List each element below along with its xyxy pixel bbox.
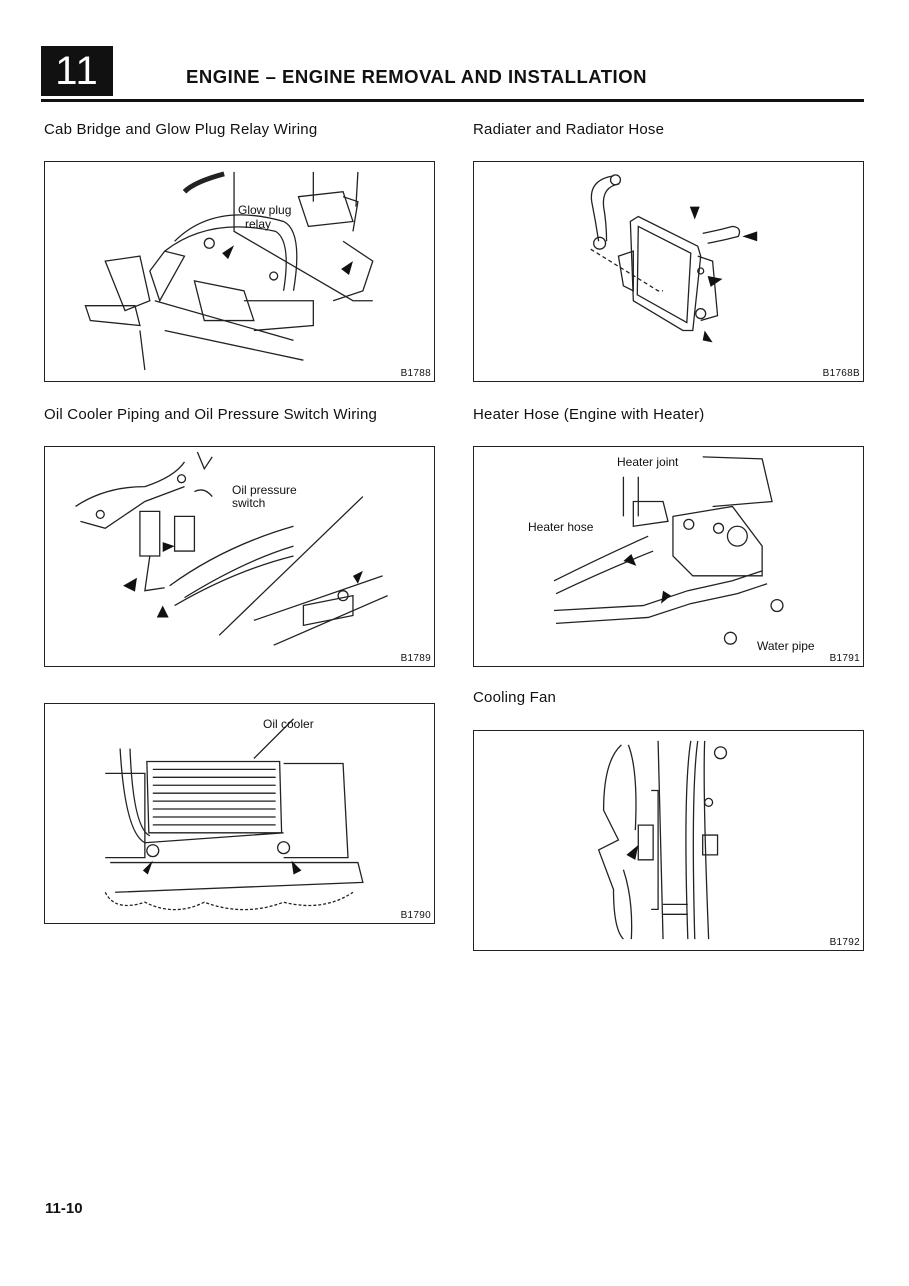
figure-id: B1792	[829, 937, 860, 948]
arrow-icon	[162, 542, 175, 553]
callout-heater-hose: Heater hose	[528, 520, 594, 534]
figure-oil-cooler-piping: Oil pressure switch B1789	[44, 446, 435, 667]
arrow-icon	[341, 261, 353, 275]
oil-cooler-illustration	[104, 718, 364, 911]
arrow-icon	[689, 206, 700, 220]
figure-caption-cooling-fan: Cooling Fan	[473, 689, 557, 706]
arrow-icon	[707, 275, 723, 287]
callout-switch: switch	[232, 496, 266, 510]
figure-heater-hose: Heater joint Heater hose Water pipe B179…	[473, 446, 864, 667]
figure-id: B1788	[400, 368, 431, 379]
chapter-number-badge: 11	[41, 46, 113, 96]
arrow-icon	[702, 330, 713, 343]
figure-cooling-fan: B1792	[473, 730, 864, 951]
radiator-illustration	[590, 174, 758, 343]
arrow-icon	[626, 844, 639, 860]
cooling-fan-illustration	[597, 740, 728, 940]
callout-water-pipe: Water pipe	[757, 639, 815, 653]
oil-piping-illustration	[75, 451, 388, 646]
callout-glow-plug: Glow plug	[238, 203, 292, 217]
header-divider	[41, 99, 864, 102]
figure-caption-heater-hose: Heater Hose (Engine with Heater)	[473, 406, 705, 423]
engine-illustration	[84, 171, 374, 371]
figure-cab-bridge-glow-plug: Glow plug relay B1788	[44, 161, 435, 382]
figure-id: B1790	[400, 910, 431, 921]
figure-oil-cooler: Oil cooler B1790	[44, 703, 435, 924]
arrow-icon	[291, 860, 302, 875]
arrow-icon	[742, 231, 758, 242]
callout-heater-joint: Heater joint	[617, 455, 679, 469]
page-title: ENGINE – ENGINE REMOVAL AND INSTALLATION	[186, 66, 647, 87]
arrow-icon	[352, 570, 363, 584]
callout-relay: relay	[245, 217, 272, 231]
figure-radiator-hose: B1768B	[473, 161, 864, 382]
figure-caption-cab-bridge: Cab Bridge and Glow Plug Relay Wiring	[44, 121, 318, 138]
callout-oil-pressure: Oil pressure	[232, 483, 297, 497]
arrow-icon	[623, 554, 637, 566]
figure-caption-oil-cooler-piping: Oil Cooler Piping and Oil Pressure Switc…	[44, 406, 378, 423]
arrow-icon	[156, 605, 169, 618]
figure-id: B1789	[400, 653, 431, 664]
arrow-icon	[123, 577, 137, 592]
heater-hose-illustration	[553, 456, 784, 645]
arrow-icon	[661, 590, 671, 604]
arrow-icon	[142, 860, 153, 875]
arrow-icon	[222, 245, 235, 260]
figure-id: B1791	[829, 653, 860, 664]
callout-oil-cooler: Oil cooler	[263, 717, 314, 731]
page-number: 11-10	[45, 1200, 83, 1217]
figure-id: B1768B	[822, 368, 860, 379]
figure-caption-radiator: Radiater and Radiator Hose	[473, 121, 665, 138]
